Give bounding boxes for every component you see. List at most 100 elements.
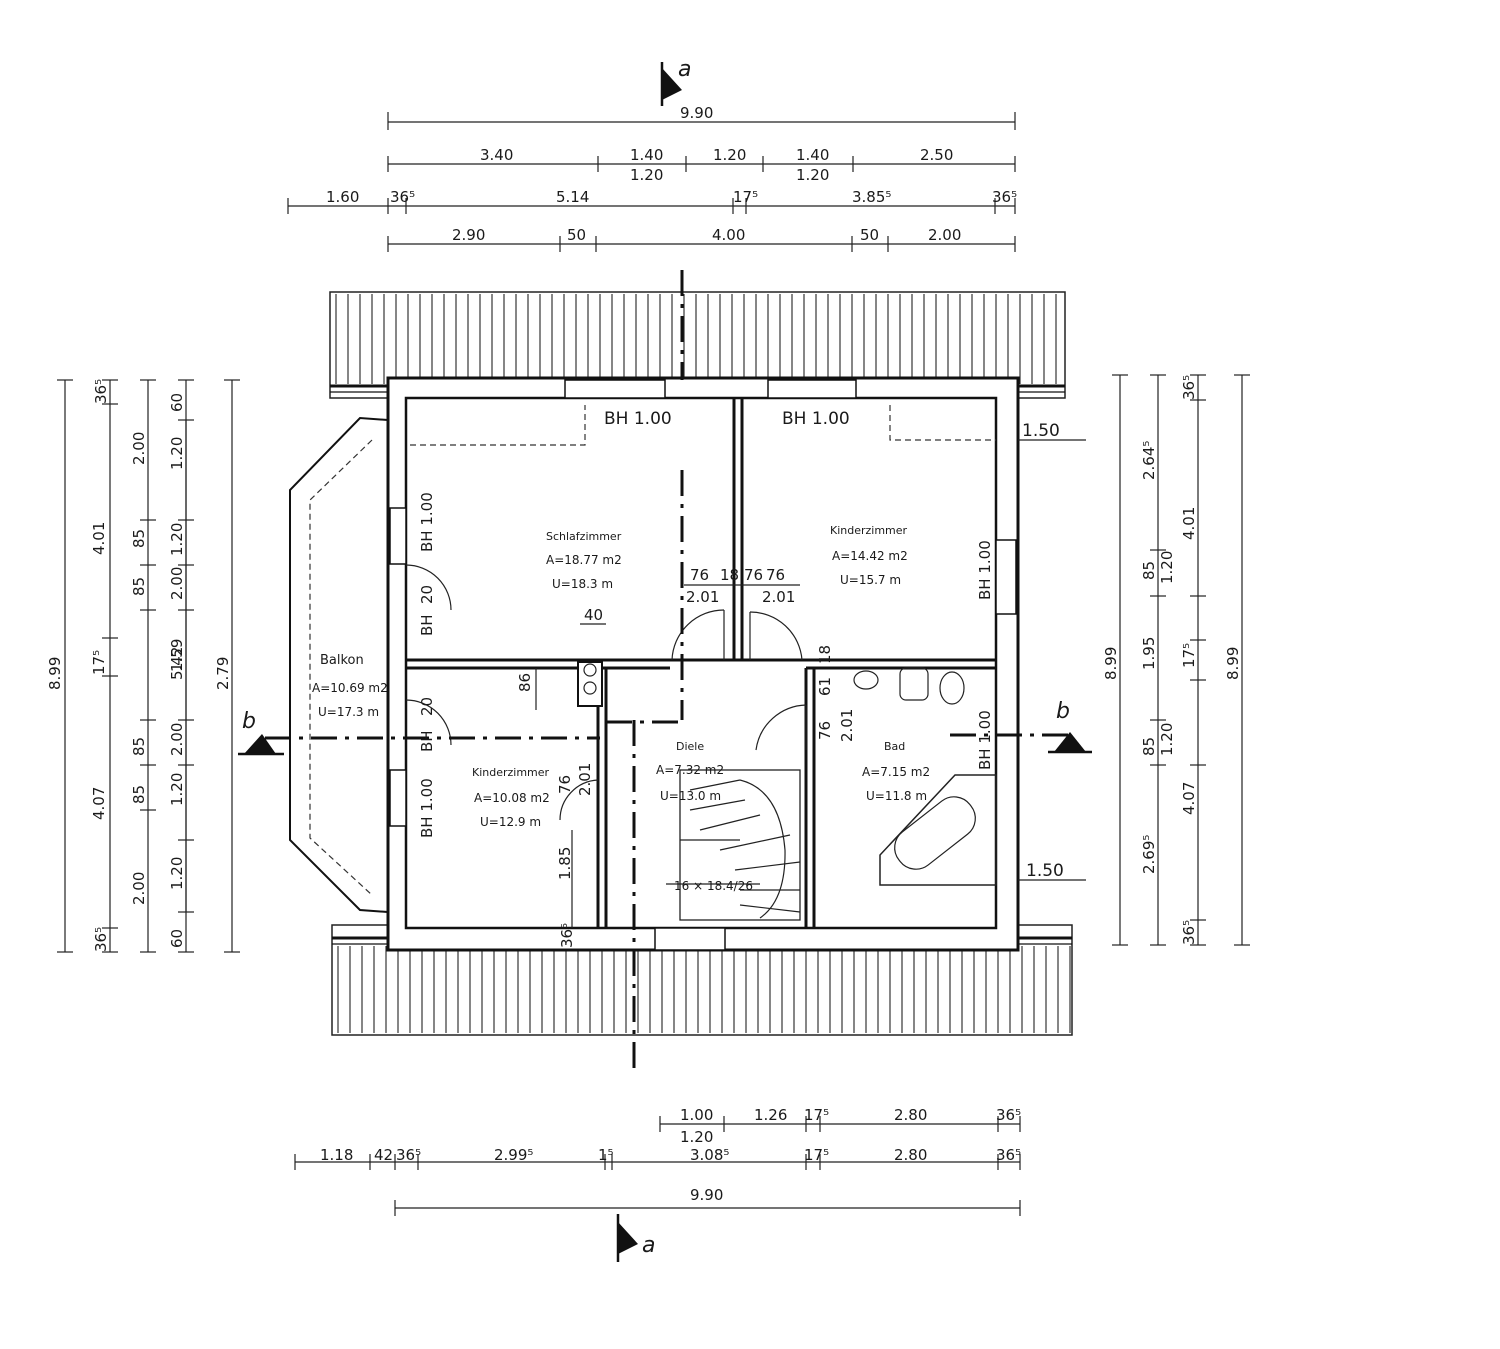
svg-text:2.80: 2.80 bbox=[894, 1106, 927, 1124]
svg-text:85: 85 bbox=[1140, 561, 1158, 580]
svg-text:2.00: 2.00 bbox=[168, 567, 186, 600]
svg-text:Balkon: Balkon bbox=[320, 653, 364, 668]
svg-text:85: 85 bbox=[1140, 737, 1158, 756]
svg-text:8.99: 8.99 bbox=[1102, 647, 1120, 680]
svg-text:2.69⁵: 2.69⁵ bbox=[1140, 835, 1158, 874]
svg-text:20: 20 bbox=[418, 697, 436, 716]
svg-text:BH 1.00: BH 1.00 bbox=[976, 540, 994, 600]
svg-text:U=15.7 m: U=15.7 m bbox=[840, 573, 901, 587]
svg-text:85: 85 bbox=[130, 577, 148, 596]
svg-text:4.07: 4.07 bbox=[90, 787, 108, 820]
dimensions-left: 8.99 36⁵ 4.01 17⁵ 4.07 36⁵ 2.00 85 85 85… bbox=[46, 379, 240, 953]
svg-text:18: 18 bbox=[816, 645, 834, 664]
room-kinderzimmer-2: Kinderzimmer A=10.08 m2 U=12.9 m bbox=[472, 766, 550, 829]
svg-text:1.60: 1.60 bbox=[326, 188, 359, 206]
staircase bbox=[679, 769, 801, 921]
svg-text:1.20: 1.20 bbox=[796, 166, 829, 184]
svg-text:42: 42 bbox=[374, 1146, 393, 1164]
svg-text:17⁵: 17⁵ bbox=[90, 650, 108, 675]
svg-text:36⁵: 36⁵ bbox=[996, 1106, 1021, 1124]
svg-text:1.50: 1.50 bbox=[1026, 861, 1064, 881]
svg-text:1.20: 1.20 bbox=[168, 773, 186, 806]
svg-text:Kinderzimmer: Kinderzimmer bbox=[472, 766, 550, 779]
svg-text:40: 40 bbox=[584, 606, 603, 624]
svg-text:1.20: 1.20 bbox=[713, 146, 746, 164]
svg-text:1.18: 1.18 bbox=[320, 1146, 353, 1164]
svg-text:BH 1.00: BH 1.00 bbox=[976, 710, 994, 770]
svg-text:50: 50 bbox=[567, 226, 586, 244]
svg-text:76: 76 bbox=[766, 566, 785, 584]
svg-text:1.20: 1.20 bbox=[168, 857, 186, 890]
svg-text:U=18.3 m: U=18.3 m bbox=[552, 577, 613, 591]
svg-text:36⁵: 36⁵ bbox=[1180, 375, 1198, 400]
svg-text:Kinderzimmer: Kinderzimmer bbox=[830, 524, 908, 537]
svg-text:1.40: 1.40 bbox=[630, 146, 663, 164]
svg-text:2.00: 2.00 bbox=[928, 226, 961, 244]
svg-text:U=12.9 m: U=12.9 m bbox=[480, 815, 541, 829]
room-kinderzimmer-1: Kinderzimmer A=14.42 m2 U=15.7 m bbox=[830, 524, 908, 587]
svg-text:1.20: 1.20 bbox=[168, 523, 186, 556]
svg-text:3.40: 3.40 bbox=[480, 146, 513, 164]
svg-text:1.20: 1.20 bbox=[168, 437, 186, 470]
bathroom-fixtures bbox=[853, 667, 997, 886]
room-diele: Diele A=7.32 m2 U=13.0 m bbox=[656, 740, 724, 803]
room-schlafzimmer: Schlafzimmer A=18.77 m2 U=18.3 m bbox=[546, 530, 622, 591]
svg-text:1.20: 1.20 bbox=[1158, 551, 1176, 584]
svg-text:9.90: 9.90 bbox=[690, 1186, 723, 1204]
svg-text:76: 76 bbox=[744, 566, 763, 584]
svg-text:5.42: 5.42 bbox=[168, 647, 186, 680]
svg-text:2.64⁵: 2.64⁵ bbox=[1140, 441, 1158, 480]
overhang-annotations: 1.50 1.50 bbox=[1018, 421, 1086, 881]
svg-text:2.01: 2.01 bbox=[762, 588, 795, 606]
svg-text:2.80: 2.80 bbox=[894, 1146, 927, 1164]
svg-text:Schlafzimmer: Schlafzimmer bbox=[546, 530, 622, 543]
svg-text:2.00: 2.00 bbox=[168, 723, 186, 756]
room-balkon: Balkon A=10.69 m2 U=17.3 m bbox=[312, 653, 388, 719]
svg-text:36⁵: 36⁵ bbox=[92, 379, 110, 404]
svg-text:18: 18 bbox=[720, 566, 739, 584]
svg-text:3.08⁵: 3.08⁵ bbox=[690, 1146, 729, 1164]
svg-text:b: b bbox=[242, 709, 256, 734]
svg-text:1⁵: 1⁵ bbox=[598, 1146, 614, 1164]
svg-text:36⁵: 36⁵ bbox=[1180, 920, 1198, 945]
side-windows bbox=[389, 507, 1017, 827]
svg-text:1.40: 1.40 bbox=[796, 146, 829, 164]
svg-text:Diele: Diele bbox=[676, 740, 704, 753]
svg-text:BH: BH bbox=[418, 730, 436, 752]
svg-text:36⁵: 36⁵ bbox=[992, 188, 1017, 206]
svg-text:4.00: 4.00 bbox=[712, 226, 745, 244]
svg-text:4.07: 4.07 bbox=[1180, 782, 1198, 815]
doors bbox=[405, 564, 807, 821]
svg-text:A=18.77 m2: A=18.77 m2 bbox=[546, 553, 622, 567]
svg-text:50: 50 bbox=[860, 226, 879, 244]
svg-text:U=17.3 m: U=17.3 m bbox=[318, 705, 379, 719]
svg-text:17⁵: 17⁵ bbox=[733, 188, 758, 206]
svg-text:76: 76 bbox=[816, 721, 834, 740]
svg-text:a: a bbox=[678, 57, 691, 82]
svg-text:U=13.0 m: U=13.0 m bbox=[660, 789, 721, 803]
svg-text:BH 1.00: BH 1.00 bbox=[604, 409, 672, 429]
stair-annotation: 16 × 18.4/26 bbox=[666, 879, 760, 893]
svg-text:2.50: 2.50 bbox=[920, 146, 953, 164]
room-bad: Bad A=7.15 m2 U=11.8 m bbox=[862, 740, 930, 803]
svg-text:85: 85 bbox=[130, 785, 148, 804]
svg-text:A=10.69 m2: A=10.69 m2 bbox=[312, 681, 388, 695]
svg-text:36⁵: 36⁵ bbox=[996, 1146, 1021, 1164]
svg-text:17⁵: 17⁵ bbox=[804, 1146, 829, 1164]
svg-text:85: 85 bbox=[130, 529, 148, 548]
svg-text:60: 60 bbox=[168, 929, 186, 948]
svg-text:2.00: 2.00 bbox=[130, 872, 148, 905]
svg-text:2.99⁵: 2.99⁵ bbox=[494, 1146, 533, 1164]
svg-text:5.14: 5.14 bbox=[556, 188, 589, 206]
svg-text:1.85: 1.85 bbox=[556, 847, 574, 880]
exterior-walls bbox=[386, 376, 1020, 952]
svg-text:36⁵: 36⁵ bbox=[396, 1146, 421, 1164]
svg-text:4.01: 4.01 bbox=[1180, 507, 1198, 540]
svg-text:16 × 18.4/26: 16 × 18.4/26 bbox=[674, 879, 753, 893]
svg-text:2.01: 2.01 bbox=[576, 763, 594, 796]
svg-text:20: 20 bbox=[418, 585, 436, 604]
svg-text:1.20: 1.20 bbox=[680, 1128, 713, 1146]
svg-text:3.85⁵: 3.85⁵ bbox=[852, 188, 891, 206]
svg-text:BH 1.00: BH 1.00 bbox=[418, 492, 436, 552]
